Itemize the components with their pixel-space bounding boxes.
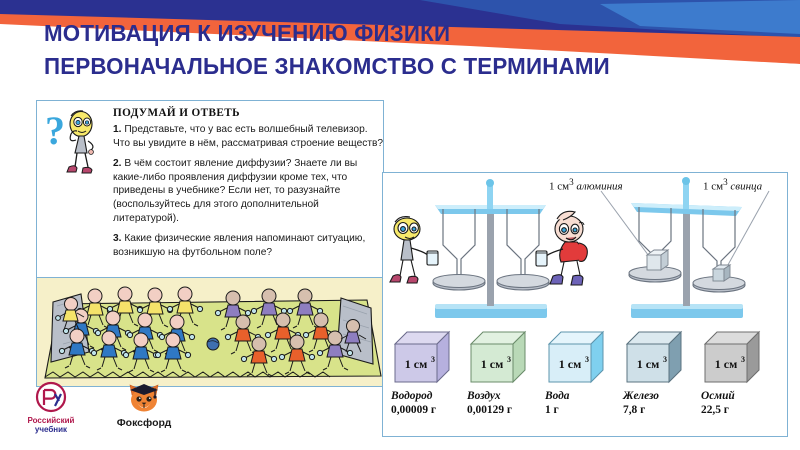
label-lead-volume: 1 см — [703, 180, 724, 193]
football-field-figure — [37, 278, 383, 386]
question-number: 2. — [113, 158, 122, 170]
cube-mass: 22,5 г — [701, 403, 729, 416]
cube-item: 1 см 3 Воздух 0,00129 г — [467, 328, 539, 417]
thinking-boy-figure — [66, 110, 94, 174]
left-textbook-panel: ? — [36, 100, 384, 387]
label-lead-material: свинца — [730, 180, 763, 193]
question-mark-icon: ? — [45, 108, 65, 153]
cube-mass: 0,00009 г — [391, 403, 437, 416]
density-cubes-row: 1 см 3 Водород 0,00009 г — [389, 328, 783, 432]
cube-name: Водород — [391, 390, 433, 402]
question-item: 2. В чём состоит явление диффузии? Знает… — [113, 157, 383, 225]
label-aluminium-sup: 3 — [569, 177, 574, 187]
cube-item: 1 см 3 Водород 0,00009 г — [391, 328, 463, 417]
panel-heading: ПОДУМАЙ И ОТВЕТЬ — [113, 107, 240, 119]
banner-shapes — [0, 0, 800, 92]
label-aluminium-material: алюминия — [576, 180, 623, 193]
logo-word-2: учебник — [34, 425, 68, 434]
logo-rossiyskiy-uchebnik[interactable]: Российский учебник — [14, 381, 88, 434]
logo-word-1: Российский — [27, 416, 75, 425]
fox-graduate-icon — [129, 384, 159, 412]
page-title: МОТИВАЦИЯ К ИЗУЧЕНИЮ ФИЗИКИ ПЕРВОНАЧАЛЬН… — [44, 20, 774, 80]
thinking-boy-illustration: ? — [45, 107, 107, 183]
cube-item: 1 см 3 Осмий 22,5 г — [701, 328, 773, 417]
character-pink-head — [535, 210, 588, 286]
rossiyskiy-uchebnik-wordmark: Российский учебник — [14, 416, 88, 434]
foxford-wordmark: Фоксфорд — [116, 417, 172, 429]
svg-text:1 см: 1 см — [715, 357, 738, 371]
cube-item: 1 см 3 Вода 1 г — [545, 328, 617, 417]
football-field-illustration — [37, 277, 383, 386]
title-line-2: ПЕРВОНАЧАЛЬНОЕ ЗНАКОМСТВО С ТЕРМИНАМИ — [44, 53, 610, 80]
svg-text:1 см: 1 см — [637, 357, 660, 371]
svg-text:3: 3 — [507, 355, 511, 364]
question-number: 1. — [113, 124, 122, 135]
title-line-1: МОТИВАЦИЯ К ИЗУЧЕНИЮ ФИЗИКИ — [44, 20, 451, 46]
svg-text:3: 3 — [431, 355, 435, 364]
label-lead-cube: 1 см3 свинца — [703, 177, 762, 193]
svg-text:3: 3 — [663, 355, 667, 364]
cube-mass: 1 г — [545, 403, 559, 416]
rossiyskiy-uchebnik-mark-icon — [35, 381, 67, 413]
cube-iron-icon: 1 см 3 — [623, 328, 685, 386]
lead-cube-on-pan — [711, 264, 732, 282]
balance-scales-figure — [389, 177, 770, 318]
cube-name: Осмий — [701, 390, 735, 402]
question-text: Представьте, что у вас есть волшебный те… — [113, 124, 384, 149]
scale-left — [432, 179, 550, 318]
cube-air-icon: 1 см 3 — [467, 328, 529, 386]
cube-name: Вода — [545, 390, 570, 402]
cube-mass: 0,00129 г — [467, 403, 513, 416]
cube-name: Железо — [623, 390, 659, 402]
svg-text:3: 3 — [585, 355, 589, 364]
question-text: Какие физические явления напоминают ситу… — [113, 233, 366, 258]
cube-item: 1 см 3 Железо 7,8 г — [623, 328, 695, 417]
question-item: 3. Какие физические явления напоминают с… — [113, 232, 383, 259]
question-text: В чём состоит явление диффузии? Знаете л… — [113, 158, 358, 224]
top-banner — [0, 0, 800, 92]
label-aluminium-cube: 1 см3 алюминия — [549, 177, 623, 193]
cube-name: Воздух — [467, 390, 501, 402]
panel-questions: 1. Представьте, что у вас есть волшебный… — [113, 123, 384, 266]
cube-water-icon: 1 см 3 — [545, 328, 607, 386]
aluminium-cube-on-pan — [645, 249, 670, 271]
question-item: 1. Представьте, что у вас есть волшебный… — [113, 123, 384, 150]
scale-right — [628, 177, 746, 318]
svg-text:1 см: 1 см — [405, 357, 428, 371]
svg-text:1 см: 1 см — [559, 357, 582, 371]
character-yellow-head — [389, 216, 439, 284]
cube-mass: 7,8 г — [623, 403, 646, 416]
right-physics-panel: 1 см3 алюминия 1 см3 свинца — [382, 172, 788, 437]
logo-strip: Российский учебник — [14, 381, 194, 443]
label-lead-sup: 3 — [723, 177, 728, 187]
cube-hydrogen-icon: 1 см 3 — [391, 328, 453, 386]
label-aluminium-volume: 1 см — [549, 180, 570, 193]
svg-text:1 см: 1 см — [481, 357, 504, 371]
cube-osmium-icon: 1 см 3 — [701, 328, 763, 386]
question-number: 3. — [113, 233, 122, 245]
logo-foxford[interactable]: Фоксфорд — [96, 381, 192, 429]
svg-text:3: 3 — [741, 355, 745, 364]
